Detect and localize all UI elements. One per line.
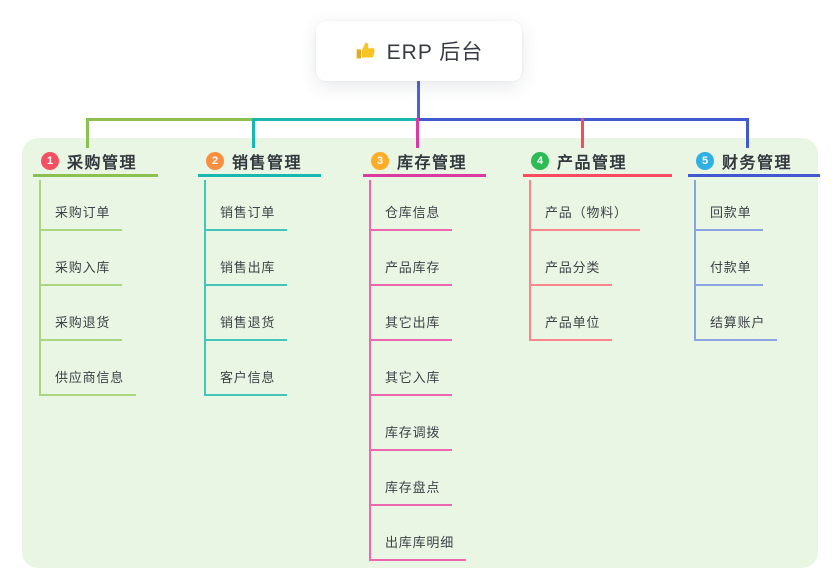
mindmap-item[interactable]: 销售出库 <box>204 259 288 286</box>
branch-drop-line-product <box>581 118 584 148</box>
mindmap-item[interactable]: 产品（物料） <box>529 204 640 231</box>
mindmap-item[interactable]: 客户信息 <box>204 369 288 396</box>
branch-label: 财务管理 <box>722 155 793 172</box>
mindmap-item[interactable]: 采购入库 <box>39 259 123 286</box>
root-connector-line <box>417 80 420 120</box>
branch-header-purchase[interactable]: 1 采购管理 <box>33 148 158 177</box>
branch-number-badge: 4 <box>531 152 549 170</box>
mindmap-item[interactable]: 库存调拨 <box>369 424 453 451</box>
branch-number-badge: 5 <box>696 152 714 170</box>
branch-number-badge: 1 <box>41 152 59 170</box>
branch-spine <box>39 180 41 396</box>
mindmap-item[interactable]: 其它出库 <box>369 314 453 341</box>
bus-segment-left <box>86 118 255 121</box>
mindmap-item[interactable]: 库存盘点 <box>369 479 453 506</box>
branch-spine <box>529 180 531 341</box>
mindmap-item[interactable]: 结算账户 <box>694 314 778 341</box>
mindmap-item[interactable]: 产品单位 <box>529 314 613 341</box>
branch-header-sales[interactable]: 2 销售管理 <box>198 148 321 177</box>
branch-header-finance[interactable]: 5 财务管理 <box>688 148 820 177</box>
branch-header-inventory[interactable]: 3 库存管理 <box>363 148 486 177</box>
branch-product: 4 产品管理产品（物料） 产品分类产品单位 <box>523 148 672 341</box>
branch-label: 产品管理 <box>557 155 628 172</box>
branch-label: 销售管理 <box>232 155 303 172</box>
mindmap-item[interactable]: 采购退货 <box>39 314 123 341</box>
branch-label: 库存管理 <box>397 155 468 172</box>
root-label: ERP 后台 <box>386 41 484 64</box>
branch-number-badge: 2 <box>206 152 224 170</box>
mindmap-item[interactable]: 产品库存 <box>369 259 453 286</box>
thumbs-up-icon <box>355 40 377 62</box>
mindmap-item[interactable]: 采购订单 <box>39 204 123 231</box>
mindmap-item[interactable]: 供应商信息 <box>39 369 137 396</box>
mindmap-item[interactable]: 销售退货 <box>204 314 288 341</box>
mindmap-item[interactable]: 产品分类 <box>529 259 613 286</box>
branch-finance: 5 财务管理回款单付款单结算账户 <box>688 148 820 341</box>
mindmap-item[interactable]: 仓库信息 <box>369 204 453 231</box>
root-node[interactable]: ERP 后台 <box>316 21 522 81</box>
branch-label: 采购管理 <box>67 155 138 172</box>
branch-sales: 2 销售管理销售订单销售出库销售退货客户信息 <box>198 148 321 396</box>
branch-spine <box>694 180 696 341</box>
branch-inventory: 3 库存管理仓库信息产品库存其它出库其它入库库存调拨库存盘点出库库明细 <box>363 148 486 561</box>
branch-drop-line-finance <box>746 118 749 148</box>
branch-header-product[interactable]: 4 产品管理 <box>523 148 672 177</box>
mindmap-item[interactable]: 其它入库 <box>369 369 453 396</box>
branches-panel <box>22 138 818 568</box>
mindmap-item[interactable]: 销售订单 <box>204 204 288 231</box>
branch-drop-line-sales <box>252 118 255 148</box>
branch-spine <box>204 180 206 396</box>
branch-purchase: 1 采购管理采购订单采购入库采购退货供应商信息 <box>33 148 158 396</box>
bus-segment-middle <box>252 118 419 121</box>
branch-number-badge: 3 <box>371 152 389 170</box>
branch-drop-line-inventory <box>416 118 419 148</box>
branch-spine <box>369 180 371 561</box>
mindmap-item[interactable]: 出库库明细 <box>369 534 467 561</box>
mindmap-item[interactable]: 付款单 <box>694 259 764 286</box>
branch-drop-line-purchase <box>86 118 89 148</box>
mindmap-item[interactable]: 回款单 <box>694 204 764 231</box>
